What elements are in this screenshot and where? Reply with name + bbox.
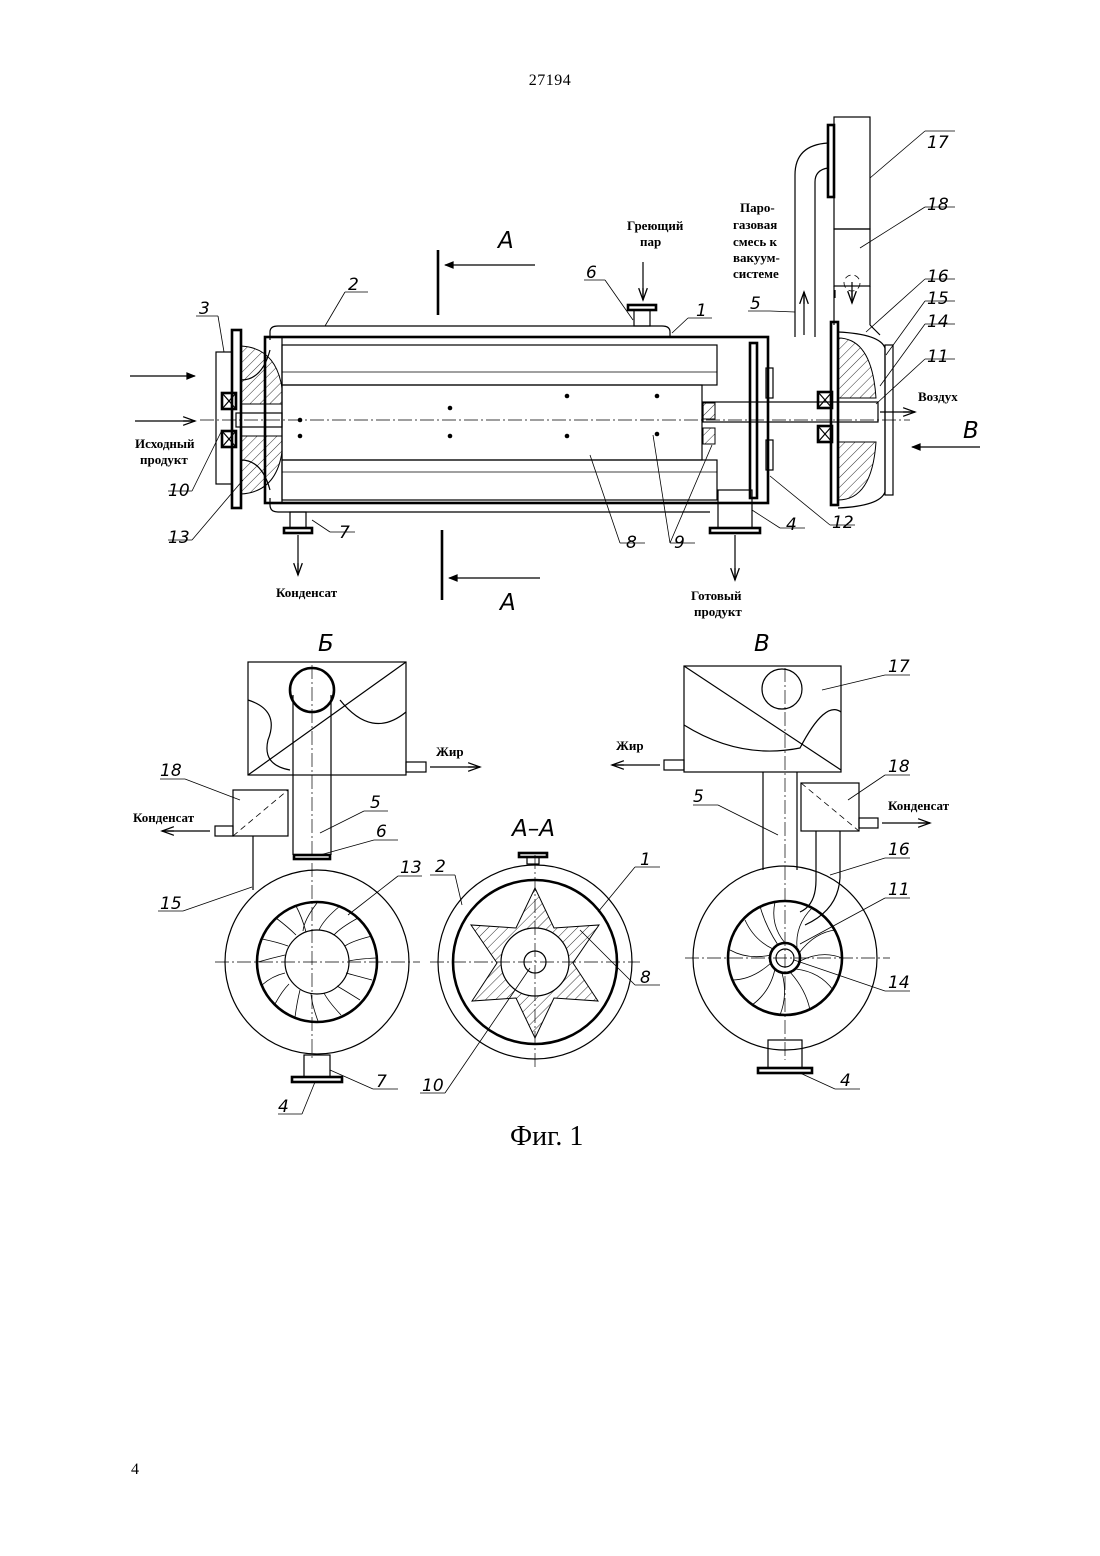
drum-core [282,385,702,460]
b-part-7: 7 [376,1072,387,1092]
part-17: 17 [927,133,949,153]
part-13: 13 [168,528,190,548]
shaft-11 [703,402,878,422]
vapor-gas-label-2: газовая [733,217,777,232]
disk-12 [750,343,757,498]
v-fat-label: Жир [616,738,644,753]
vapor-gas-label-1: Паро- [740,200,775,215]
view-v-title: В [754,631,770,657]
aa-part-8: 8 [640,968,651,988]
b-part-15: 15 [160,894,182,914]
part-4: 4 [786,515,797,535]
finished-product-label-1: Готовый [691,588,742,603]
figure-caption: Фиг. 1 [510,1121,583,1152]
section-aa [420,853,660,1093]
part-16: 16 [927,267,949,287]
part-18: 18 [927,195,949,215]
separator-17 [834,117,870,229]
part-9: 9 [674,533,685,553]
b-part-13: 13 [400,858,422,878]
source-product-label-2: продукт [140,452,188,467]
outlet-flange [831,322,838,505]
page-number: 4 [131,1461,139,1479]
heating-steam-label-1: Греющий [627,218,684,233]
v-part-11: 11 [888,880,910,900]
part-14: 14 [927,312,949,332]
part-2: 2 [348,275,359,295]
source-product-label-1: Исходный [135,436,195,451]
v-part-17: 17 [888,657,910,677]
part-15: 15 [927,289,949,309]
part-11: 11 [927,347,949,367]
view-b-title: Б [318,631,334,657]
view-v-arrow-label: В [963,418,979,444]
v-part-14: 14 [888,973,910,993]
part-8: 8 [626,533,637,553]
vapor-gas-label-5: системе [733,266,779,281]
finished-product-label-2: продукт [694,604,742,619]
v-part-18: 18 [888,757,910,777]
part-6: 6 [586,263,597,283]
b-part-5: 5 [370,793,381,813]
b-fat-label: Жир [436,744,464,759]
vapor-gas-label-4: вакуум- [733,250,780,265]
aa-part-2: 2 [435,857,446,877]
part-1: 1 [696,301,707,321]
b-condensate-label: Конденсат [133,810,195,825]
drum-upper [282,345,717,385]
view-b [158,662,480,1114]
v-part-4: 4 [840,1071,851,1091]
part-10: 10 [168,481,190,501]
part-3: 3 [199,299,210,319]
b-part-6: 6 [376,822,387,842]
drum-lower [282,460,717,500]
vapor-pipe-5 [795,143,828,337]
heating-steam-label-2: пар [640,234,661,249]
aa-part-1: 1 [640,850,651,870]
section-aa-title: А–А [510,816,555,842]
condensate-label: Конденсат [276,585,338,600]
b-part-4: 4 [278,1097,289,1117]
view-v [612,666,930,1089]
drum-holes [298,394,660,439]
inlet-nozzle-3 [216,352,232,484]
section-a-top: A [496,228,514,254]
vapor-gas-label-3: смесь к [733,234,777,249]
part-12: 12 [832,513,854,533]
b-part-18: 18 [160,761,182,781]
v-part-16: 16 [888,840,910,860]
part-7: 7 [339,523,350,543]
v-condensate-label: Конденсат [888,798,950,813]
aa-part-10: 10 [422,1076,444,1096]
air-label: Воздух [918,389,958,404]
v-part-5: 5 [693,787,704,807]
section-a-bottom: A [498,590,516,616]
condensate-18 [834,229,870,286]
part-5: 5 [750,294,761,314]
